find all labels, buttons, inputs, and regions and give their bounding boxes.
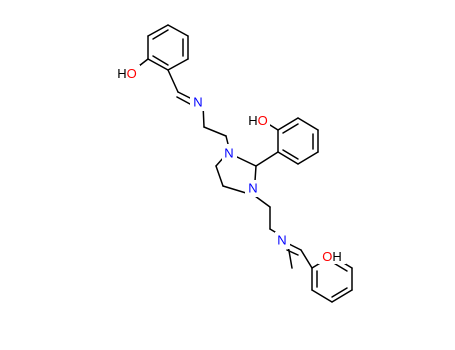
- bond: [152, 55, 169, 66]
- bond: [300, 249, 313, 269]
- bond: [297, 117, 319, 131]
- top-phenol-ring: [147, 24, 189, 71]
- atom-label-o-top: HO: [117, 66, 137, 81]
- bond: [254, 195, 271, 208]
- bond: [147, 58, 169, 71]
- bond: [269, 124, 279, 131]
- bond: [167, 58, 189, 71]
- atom-label-n-ring-bottom: N: [248, 181, 257, 196]
- oxygen-letter: O: [127, 66, 137, 81]
- bond: [176, 96, 191, 105]
- atom-label-n-imine-top: N: [193, 95, 202, 110]
- bond: [234, 155, 257, 167]
- hydrogen-label: OH: [322, 249, 342, 264]
- bond: [255, 151, 279, 167]
- bond: [203, 126, 227, 137]
- hydrogen-letter: H: [117, 66, 126, 81]
- bond: [311, 289, 333, 303]
- bond: [138, 58, 149, 67]
- bond: [222, 185, 247, 194]
- bond: [331, 289, 353, 303]
- hydrogen-letter: H: [248, 113, 257, 128]
- atom-label-n-ring-top: N: [224, 146, 233, 161]
- bond: [286, 249, 299, 256]
- middle-phenol-ring: [277, 117, 319, 165]
- bond: [331, 287, 348, 298]
- bond: [167, 24, 189, 37]
- bond: [269, 228, 276, 233]
- bond: [282, 149, 299, 160]
- bond: [215, 165, 224, 187]
- bond: [277, 151, 299, 165]
- bond: [167, 69, 179, 93]
- hydrogen-letter: H: [332, 249, 341, 264]
- oxygen-letter: O: [258, 113, 268, 128]
- atom-label-o-bottom: OH: [322, 249, 342, 264]
- bond: [297, 151, 319, 165]
- bond: [282, 123, 299, 134]
- bond: [277, 117, 299, 131]
- hydrogen-label: HO: [248, 113, 268, 128]
- bond: [177, 91, 193, 100]
- bond: [147, 24, 169, 37]
- hydrogen-label: HO: [117, 66, 137, 81]
- bond: [152, 29, 169, 40]
- oxygen-letter: O: [322, 249, 332, 264]
- bond: [254, 165, 257, 182]
- atom-label-o-middle: HO: [248, 113, 268, 128]
- atom-label-n-imine-bottom: N: [277, 233, 286, 248]
